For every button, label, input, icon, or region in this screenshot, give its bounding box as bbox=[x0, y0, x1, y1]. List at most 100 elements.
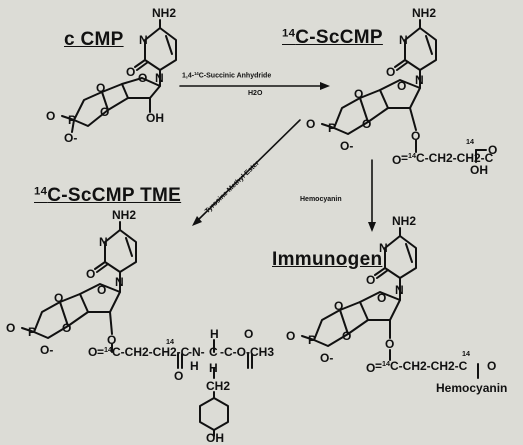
atom-o: O bbox=[286, 329, 296, 343]
atom-ch2: CH2 bbox=[206, 379, 231, 393]
atom-n: N bbox=[399, 33, 408, 47]
isotope-label: 14 bbox=[408, 151, 417, 161]
atom-o: O bbox=[107, 333, 117, 347]
isotope-label: 14 bbox=[466, 138, 474, 150]
atom-n: N bbox=[139, 33, 148, 47]
atom-p: P bbox=[328, 121, 337, 135]
carbonyl-bond: = bbox=[375, 359, 383, 373]
chain-text: C-CH2-CH2-C bbox=[416, 151, 494, 165]
atom-o: O bbox=[366, 273, 376, 287]
isotope-label: 14 bbox=[466, 137, 474, 147]
molecule-ccmp bbox=[61, 19, 177, 133]
atom-oh: OH bbox=[146, 111, 164, 125]
atom-o: O bbox=[6, 321, 16, 335]
title-sccmp-text: C-ScCMP bbox=[295, 27, 383, 48]
atom-o: O bbox=[88, 345, 98, 359]
molecule-sccmp bbox=[321, 19, 487, 163]
atom-p: P bbox=[28, 325, 37, 339]
atom-o: O bbox=[386, 65, 396, 79]
atom-o: O bbox=[126, 65, 136, 79]
atom-o: O bbox=[54, 291, 64, 305]
atom-h: H bbox=[209, 361, 218, 375]
chain-text: C-CH2-CH2-C bbox=[112, 345, 190, 359]
reaction-arrows bbox=[179, 85, 373, 229]
tme-chain: =14C-CH2-CH2-C bbox=[97, 346, 189, 358]
atom-n: N bbox=[115, 275, 124, 289]
isotope-label: 14 bbox=[462, 350, 470, 362]
reagent-prefix: 1,4- bbox=[182, 72, 195, 80]
atom-nh2: NH2 bbox=[152, 6, 177, 20]
atom-h: H bbox=[210, 327, 219, 341]
atom-n: N bbox=[395, 283, 404, 297]
molecule-tme bbox=[21, 221, 253, 437]
isotope-label: 14 bbox=[382, 359, 391, 369]
atom-p: P bbox=[68, 113, 77, 127]
atom-o: O bbox=[392, 153, 402, 167]
atom-o: O bbox=[96, 81, 106, 95]
solvent-label: H2O bbox=[248, 90, 263, 97]
atom-o: O bbox=[97, 283, 107, 297]
atom-o: O bbox=[342, 329, 352, 343]
isotope-label: 14 bbox=[282, 27, 296, 40]
reagent-name: C-Succinic Anhydride bbox=[198, 72, 272, 80]
reagent-label: 1,4-14C-Succinic Anhydride bbox=[182, 71, 272, 80]
isotope-label: 14 bbox=[166, 337, 174, 347]
atom-n: N bbox=[155, 71, 164, 85]
hemocyanin-arrow-label: Hemocyanin bbox=[300, 196, 342, 203]
title-immunogen: Immunogen bbox=[272, 249, 383, 270]
atom-n: N bbox=[379, 241, 388, 255]
atom-o: O bbox=[377, 291, 387, 305]
atom-o: O bbox=[334, 299, 344, 313]
molecule-immunogen bbox=[301, 227, 479, 379]
atom-n: N bbox=[99, 235, 108, 249]
atom-o: O bbox=[488, 143, 498, 157]
atom-o: O bbox=[487, 359, 497, 373]
atom-o: O bbox=[100, 105, 110, 119]
atom-p: P bbox=[308, 333, 317, 347]
atom-h: H bbox=[190, 359, 199, 373]
atom-o: O bbox=[411, 129, 421, 143]
title-tme: 14C-ScCMP TME bbox=[34, 186, 181, 205]
atom-o-minus: O- bbox=[40, 343, 54, 357]
sccmp-chain: =14C-CH2-CH2-C bbox=[401, 152, 493, 164]
atom-n: N bbox=[415, 73, 424, 87]
atom-o: O bbox=[244, 327, 254, 341]
atom-o: O bbox=[62, 321, 72, 335]
atom-o: O bbox=[362, 117, 372, 131]
atom-o: O bbox=[46, 109, 56, 123]
title-tme-text: C-ScCMP TME bbox=[47, 185, 182, 206]
amide-n: -N- bbox=[188, 345, 205, 359]
atom-oh: OH bbox=[206, 431, 224, 445]
isotope-label: 14 bbox=[104, 345, 113, 355]
atom-o-minus: O- bbox=[64, 131, 78, 145]
chain-text: C-CH2-CH2-C bbox=[390, 359, 468, 373]
isotope-label: 14 bbox=[34, 185, 48, 198]
tme-ester: -C-O-CH3 bbox=[220, 345, 274, 359]
atom-nh2: NH2 bbox=[392, 214, 417, 228]
alpha-carbon: C bbox=[209, 345, 218, 359]
immuno-chain: =14C-CH2-CH2-C bbox=[375, 360, 467, 372]
atom-o: O bbox=[138, 71, 148, 85]
title-ccmp: c CMP bbox=[64, 29, 124, 50]
atom-nh2: NH2 bbox=[412, 6, 437, 20]
carbonyl-bond: = bbox=[97, 345, 105, 359]
atom-o-minus: O- bbox=[340, 139, 354, 153]
atom-o: O bbox=[354, 87, 364, 101]
atom-o: O bbox=[306, 117, 316, 131]
atom-o: O bbox=[385, 337, 395, 351]
atom-o: O bbox=[174, 369, 184, 383]
atom-o: O bbox=[397, 79, 407, 93]
atom-o: O bbox=[366, 361, 376, 375]
atom-o: O bbox=[86, 267, 96, 281]
isotope-label: 14 bbox=[194, 71, 199, 76]
carbonyl-bond: = bbox=[401, 151, 409, 165]
hemocyanin-label: Hemocyanin bbox=[436, 381, 508, 395]
isotope-label: 14 bbox=[462, 349, 470, 359]
atom-oh: OH bbox=[470, 163, 488, 177]
isotope-label: 14 bbox=[166, 338, 174, 350]
title-sccmp: 14C-ScCMP bbox=[282, 28, 383, 47]
atom-nh2: NH2 bbox=[112, 208, 137, 222]
atom-o-minus: O- bbox=[320, 351, 334, 365]
